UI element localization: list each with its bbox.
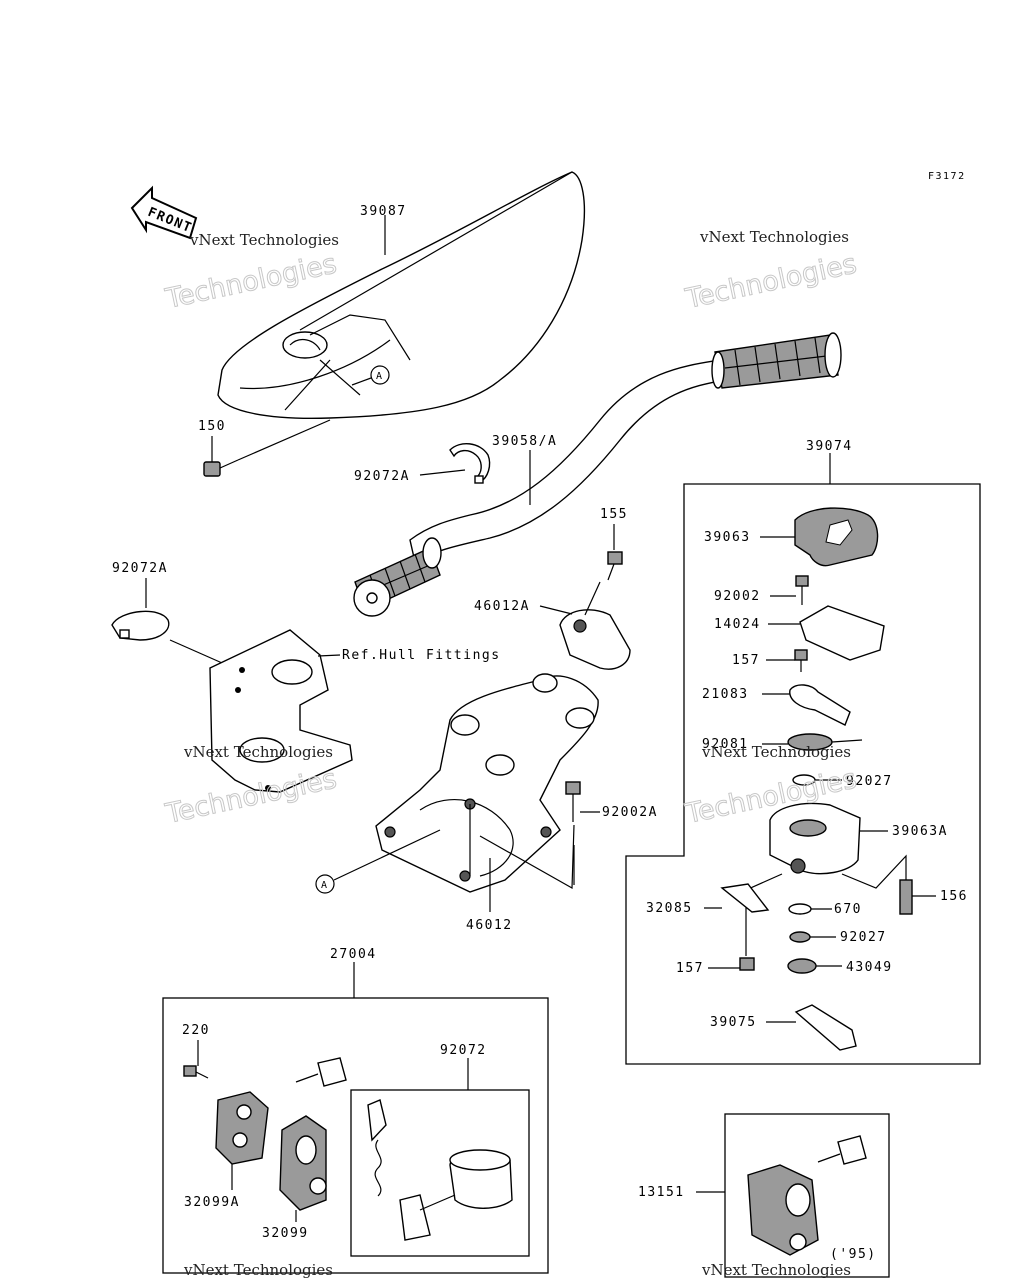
switch-13151: 13151 ('95)	[638, 1113, 890, 1278]
label-92027a: 92027	[846, 774, 893, 789]
handle-mount-46012: 155 46012A 46012 92002A	[375, 507, 658, 933]
svg-text:vNext Technologies: vNext Technologies	[183, 743, 333, 761]
label-92002: 92002	[714, 589, 761, 604]
label-157a: 157	[732, 653, 760, 668]
watermark-3: Technologies vNext Technologies	[162, 743, 340, 831]
label-92081: 92081	[702, 737, 749, 752]
svg-text:vNext Technologies: vNext Technologies	[699, 228, 849, 246]
svg-text:vNext Technologies: vNext Technologies	[701, 743, 851, 761]
watermark-2: Technologies vNext Technologies	[682, 228, 860, 316]
label-46012A: 46012A	[474, 599, 530, 614]
label-21083: 21083	[702, 687, 749, 702]
label-39087: 39087	[360, 204, 407, 219]
label-157b: 157	[676, 961, 704, 976]
svg-text:Technologies: Technologies	[682, 249, 859, 316]
label-92072A-top: 92072A	[354, 469, 410, 484]
callout-a-label-top: A	[376, 371, 384, 382]
year-note: ('95)	[830, 1247, 877, 1262]
label-39074: 39074	[806, 439, 853, 454]
svg-text:vNext Technologies: vNext Technologies	[701, 1261, 851, 1279]
label-46012: 46012	[466, 918, 513, 933]
watermark-5: vNext Technologies	[183, 1261, 333, 1279]
callout-a-lower: A	[315, 829, 441, 894]
clamp-92072A-upper: 92072A	[354, 443, 491, 484]
ref-hull-fittings: Ref.Hull Fittings	[342, 648, 501, 663]
label-156: 156	[940, 889, 968, 904]
label-14024: 14024	[714, 617, 761, 632]
label-32099A: 32099A	[184, 1195, 240, 1210]
label-92027b: 92027	[840, 930, 887, 945]
label-670: 670	[834, 902, 862, 917]
label-39075: 39075	[710, 1015, 757, 1030]
label-150: 150	[198, 419, 226, 434]
handle-cover-39087: 39087	[217, 171, 586, 419]
label-27004: 27004	[330, 947, 377, 962]
label-92002A: 92002A	[602, 805, 658, 820]
handlebar-39058A: 39058/A	[353, 332, 842, 617]
watermark-6: vNext Technologies	[701, 1261, 851, 1279]
switch-assembly-27004: 27004 220 32099A 32099 92072	[162, 947, 549, 1274]
switch-box-39074: 39074 39063 92002 14024 157 21083 92081	[625, 439, 981, 1065]
label-39063: 39063	[704, 530, 751, 545]
watermark-1: Technologies vNext Technologies	[162, 231, 340, 316]
bolt-150: 150	[198, 419, 331, 477]
bracket-assembly-left: 92072A Ref.Hull Fittings	[111, 561, 501, 793]
label-92072A-left: 92072A	[112, 561, 168, 576]
label-43049: 43049	[846, 960, 893, 975]
callout-a-top: A	[351, 365, 390, 386]
label-39063A: 39063A	[892, 824, 948, 839]
svg-text:vNext Technologies: vNext Technologies	[183, 1261, 333, 1279]
label-32085: 32085	[646, 901, 693, 916]
callout-a-label-lower: A	[321, 880, 329, 891]
label-32099: 32099	[262, 1226, 309, 1241]
figure-code: F3172	[928, 171, 966, 182]
label-13151: 13151	[638, 1185, 685, 1200]
label-155: 155	[600, 507, 628, 522]
label-220: 220	[182, 1023, 210, 1038]
label-92072: 92072	[440, 1043, 487, 1058]
svg-text:vNext Technologies: vNext Technologies	[189, 231, 339, 249]
label-39058A: 39058/A	[492, 434, 557, 449]
front-arrow: FRONT	[130, 185, 198, 240]
